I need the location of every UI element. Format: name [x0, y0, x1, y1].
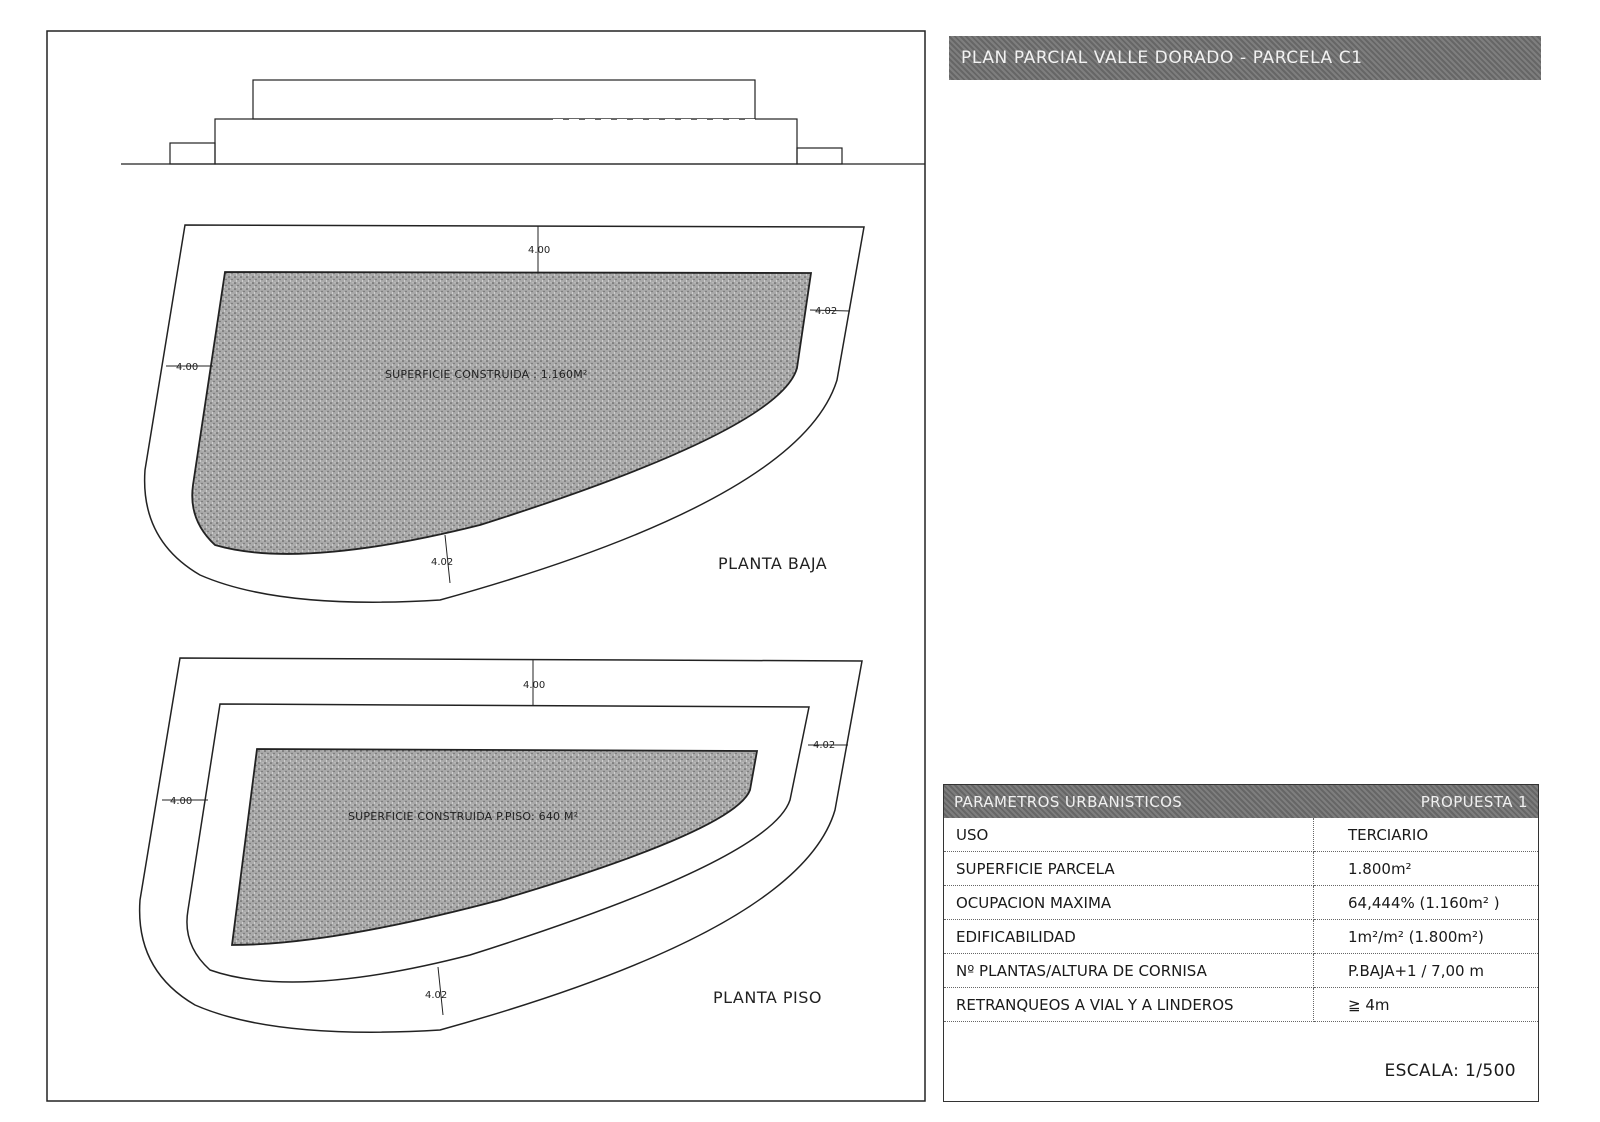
project-title-bar: PLAN PARCIAL VALLE DORADO - PARCELA C1: [949, 36, 1541, 80]
param-value: ≧ 4m: [1313, 987, 1538, 1022]
param-label: EDIFICABILIDAD: [944, 919, 1314, 954]
ground-built-area: [191, 271, 813, 555]
table-row: EDIFICABILIDAD 1m²/m² (1.800m²): [944, 919, 1538, 954]
parameters-header-left: PARAMETROS URBANISTICOS: [954, 792, 1183, 811]
table-row: RETRANQUEOS A VIAL Y A LINDEROS ≧ 4m: [944, 987, 1538, 1022]
upper-floor-outline: [186, 703, 810, 983]
ground-dim-right: 4.02: [815, 306, 837, 317]
ground-dim-left: 4.00: [176, 362, 198, 373]
upper-dim-right: 4.02: [813, 740, 835, 751]
param-label: USO: [944, 818, 1314, 852]
param-label: OCUPACION MAXIMA: [944, 885, 1314, 920]
table-row: USO TERCIARIO: [944, 818, 1538, 852]
param-value: 1m²/m² (1.800m²): [1313, 919, 1538, 954]
drawing-frame: [46, 30, 926, 1102]
param-value: 1.800m²: [1313, 851, 1538, 886]
ground-floor-plan: 4.00 4.00 4.02 4.02 SUPERFICIE CONSTRUID…: [143, 224, 865, 603]
param-label: RETRANQUEOS A VIAL Y A LINDEROS: [944, 987, 1314, 1022]
parameters-rows: USO TERCIARIO SUPERFICIE PARCELA 1.800m²…: [944, 818, 1538, 1022]
ground-dim-bottom: 4.02: [431, 557, 453, 568]
table-row: Nº PLANTAS/ALTURA DE CORNISA P.BAJA+1 / …: [944, 953, 1538, 988]
upper-floor-plan: 4.00 4.00 4.02 4.02 SUPERFICIE CONSTRUID…: [138, 657, 863, 1033]
table-row: SUPERFICIE PARCELA 1.800m²: [944, 851, 1538, 886]
param-label: SUPERFICIE PARCELA: [944, 851, 1314, 886]
upper-built-area: [230, 748, 759, 946]
upper-dim-top: 4.00: [523, 680, 545, 691]
upper-dim-bottom: 4.02: [425, 990, 447, 1001]
upper-dim-left: 4.00: [170, 796, 192, 807]
scale-label: ESCALA: 1/500: [1384, 1061, 1516, 1081]
ground-plan-label: PLANTA BAJA: [718, 554, 827, 573]
upper-area-label: SUPERFICIE CONSTRUIDA P.PISO: 640 M²: [348, 810, 578, 823]
ground-area-label: SUPERFICIE CONSTRUIDA : 1.160M²: [385, 368, 588, 381]
param-value: 64,444% (1.160m² ): [1313, 885, 1538, 920]
parameters-header-right: PROPUESTA 1: [1420, 792, 1528, 811]
upper-plot-outline: [138, 657, 863, 1033]
ground-dim-top: 4.00: [528, 245, 550, 256]
param-value: P.BAJA+1 / 7,00 m: [1313, 953, 1538, 988]
param-label: Nº PLANTAS/ALTURA DE CORNISA: [944, 953, 1314, 988]
upper-plan-label: PLANTA PISO: [713, 988, 822, 1007]
elevation-section: [121, 79, 925, 165]
parameters-header: PARAMETROS URBANISTICOS PROPUESTA 1: [944, 785, 1538, 818]
project-title: PLAN PARCIAL VALLE DORADO - PARCELA C1: [961, 48, 1363, 68]
table-row: OCUPACION MAXIMA 64,444% (1.160m² ): [944, 885, 1538, 920]
urban-parameters-table: PARAMETROS URBANISTICOS PROPUESTA 1 USO …: [943, 784, 1539, 1102]
ground-plot-outline: [143, 224, 865, 603]
param-value: TERCIARIO: [1313, 818, 1538, 852]
